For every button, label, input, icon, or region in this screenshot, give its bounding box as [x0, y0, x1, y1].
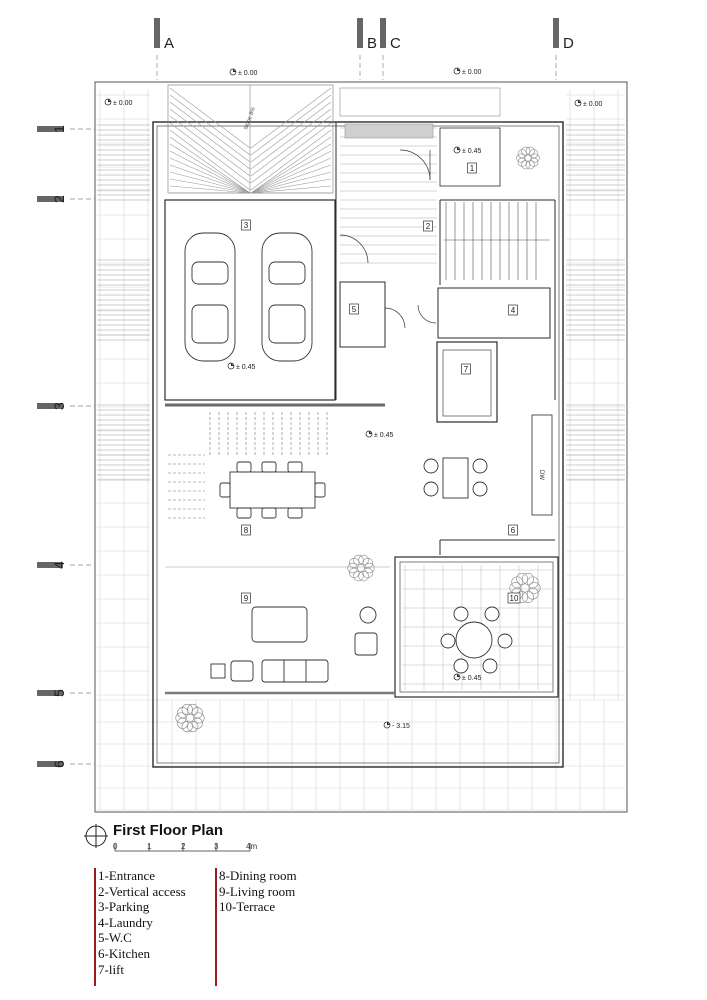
grid-col-bar — [357, 18, 363, 48]
room-tag-box — [241, 219, 251, 231]
room-tag-box — [241, 592, 251, 604]
level-label: ± 0.45 — [462, 148, 482, 155]
room-number: 7 — [464, 365, 469, 374]
car-right — [261, 232, 313, 362]
legend-list-right: 8-Dining room 9-Living room 10-Terrace — [219, 868, 297, 915]
grid-col-label: A — [164, 35, 174, 52]
legend-item: 8-Dining room — [219, 868, 297, 883]
legend-item: 5-W.C — [98, 930, 132, 946]
room-tag-box — [507, 592, 521, 604]
level-label: ± 0.00 — [583, 101, 603, 108]
living-furniture — [210, 606, 378, 683]
scale-label-4: 4m — [246, 842, 258, 851]
grid-row-bar — [37, 562, 63, 568]
grid-row-label: 5 — [51, 689, 67, 697]
room-number: 6 — [511, 526, 516, 535]
legend-item: 1-Entrance — [98, 868, 156, 883]
building-walls — [152, 121, 564, 768]
grid-col-bar — [553, 18, 559, 48]
dining-table — [219, 461, 326, 519]
room-number: 4 — [511, 306, 516, 315]
grid-row-markers: 1 2 3 4 5 6 — [37, 125, 95, 768]
site-tile-grid — [97, 90, 625, 811]
legend-item: 9-Living room — [219, 883, 296, 899]
legend-list-left: 1-Entrance 2-Vertical access 3-Parking 4… — [98, 868, 186, 977]
grid-row-bar — [37, 761, 63, 767]
level-markers: ± 0.00 ± 0.00 ± 0.00 ± 0.00 ± 0.45 ± 0.45 ± 0.… — [104, 67, 603, 730]
scale-label-2: 2 — [181, 842, 186, 851]
grid-row-label: 4 — [51, 561, 67, 569]
room-number: 5 — [352, 305, 357, 314]
room-tag-box — [241, 524, 251, 536]
level-label: ± 0.45 — [374, 432, 394, 439]
room-number: 1 — [470, 164, 475, 173]
grid-row-label: 2 — [51, 195, 67, 203]
legend-item: 2-Vertical access — [98, 883, 186, 899]
level-label: - 3.15 — [392, 723, 410, 730]
appliance-label: DW — [538, 470, 544, 480]
legend-item: 4-Laundry — [98, 914, 153, 930]
grid-row-bar — [37, 126, 63, 132]
grid-col-label: D — [563, 35, 574, 52]
level-label: ± 0.00 — [462, 69, 482, 76]
room-number: 2 — [426, 222, 431, 231]
doors — [339, 149, 437, 329]
sheet-frame — [94, 81, 628, 813]
level-label: ± 0.45 — [462, 675, 482, 682]
level-label: ± 0.00 — [113, 100, 133, 107]
ramp-hatch — [167, 84, 334, 194]
side-terrace-steps — [97, 124, 625, 481]
grid-col-label: B — [367, 35, 377, 52]
legend-item: 3-Parking — [98, 899, 150, 915]
legend-item: 6-Kitchen — [98, 945, 150, 961]
room-tag-box — [423, 220, 433, 232]
grid-row-label: 1 — [51, 125, 67, 133]
entrance-paving — [339, 87, 501, 264]
room-number: 9 — [244, 594, 249, 603]
stairs-upper — [444, 202, 550, 280]
room-tag-box — [508, 304, 518, 316]
car-left — [184, 232, 236, 362]
room-tag-box — [467, 162, 477, 174]
grid-col-bar — [154, 18, 160, 48]
grid-row-bar — [37, 403, 63, 409]
scale-bar — [114, 843, 251, 852]
ramp-note: Slope 8% — [243, 106, 257, 130]
grid-row-label: 6 — [51, 760, 67, 768]
grid-col-bar — [380, 18, 386, 48]
room-tag-box — [349, 303, 359, 315]
grid-col-label: C — [390, 35, 401, 52]
legend-divider-left — [94, 868, 96, 986]
legend-item: 7-lift — [98, 961, 124, 977]
room-number: 8 — [244, 526, 249, 535]
legend-divider-right — [215, 868, 217, 986]
room-tags: 1 2 3 4 5 6 7 8 9 10 — [241, 162, 521, 604]
room-tag-box — [508, 524, 518, 536]
grid-row-bar — [37, 690, 63, 696]
kitchen-table — [423, 457, 488, 499]
stairs-lower — [168, 412, 328, 519]
grid-row-label: 3 — [51, 402, 67, 410]
legend-item: 10-Terrace — [219, 899, 276, 915]
scale-label-3: 3 — [214, 842, 219, 851]
room-number: 3 — [244, 221, 249, 230]
grid-row-bar — [37, 196, 63, 202]
scale-label-1: 1 — [147, 842, 152, 851]
plants — [175, 146, 541, 733]
room-number: 10 — [510, 594, 519, 603]
room-tag-box — [461, 363, 471, 375]
terrace-table — [440, 606, 513, 674]
north-symbol — [84, 824, 108, 848]
level-label: ± 0.00 — [238, 70, 258, 77]
plan-title: First Floor Plan — [113, 822, 224, 839]
level-label: ± 0.45 — [236, 364, 256, 371]
scale-label-0: 0 — [113, 842, 118, 851]
